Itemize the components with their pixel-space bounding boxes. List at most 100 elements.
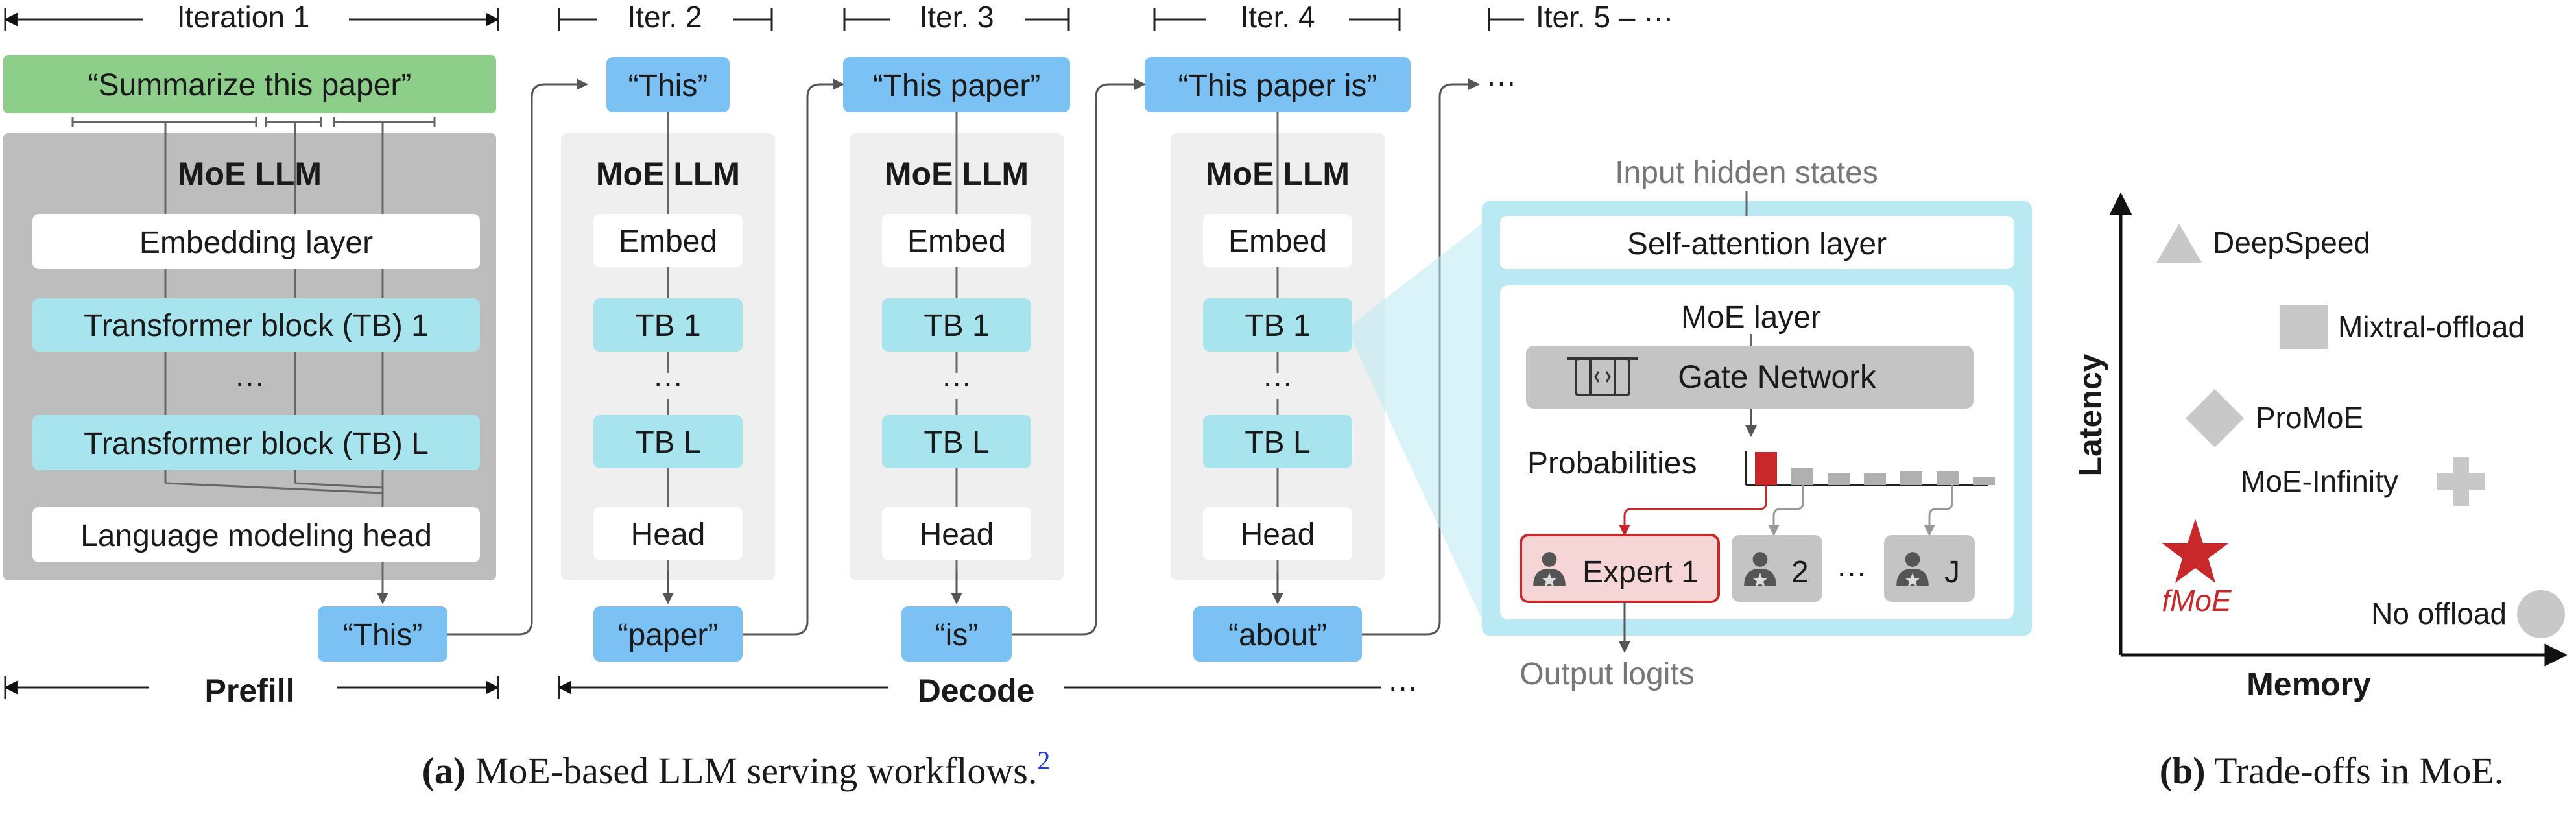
fmoe-marker (2162, 519, 2228, 583)
promoe-marker (2186, 389, 2244, 447)
prefill-embedding-box (32, 214, 480, 269)
prefill-embedding-label: Embedding layer (139, 226, 373, 260)
decode-tbl-box-3 (882, 415, 1031, 468)
nooffload-marker (2517, 590, 2565, 638)
self-attention-box (1500, 216, 2014, 269)
iter3-header: Iter. 3 (843, 0, 1070, 34)
iter4-label: Iter. 4 (1240, 0, 1315, 34)
output-logits-label: Output logits (1520, 657, 1694, 691)
promoe-label: ProMoE (2256, 401, 2363, 435)
decode-embed-label-2: Embed (619, 224, 717, 259)
prefill-dots: ··· (235, 365, 265, 399)
caption-a-label: (a) (422, 750, 466, 792)
captions: (a) MoE-based LLM serving workflows.2 (b… (422, 746, 2504, 792)
decode-embed-box-2 (593, 214, 743, 267)
prefill-tbl-box (32, 415, 480, 470)
probability-bar-2 (1791, 468, 1813, 485)
caption-a: (a) MoE-based LLM serving workflows.2 (422, 746, 1051, 792)
output-token-4 (1193, 606, 1362, 662)
decode-llm-title-2: MoE LLM (596, 156, 740, 192)
iter1-label: Iteration 1 (177, 0, 310, 34)
decode-embed-label-4: Embed (1228, 224, 1327, 259)
iter4-header: Iter. 4 (1153, 0, 1401, 34)
input-token-2 (606, 57, 730, 112)
route-expert1 (1619, 485, 1767, 536)
self-attention-label: Self-attention layer (1627, 227, 1887, 261)
caption-a-footnote[interactable]: 2 (1037, 746, 1050, 775)
token-brackets (71, 117, 436, 127)
input-token-4 (1145, 57, 1411, 112)
x-axis-label: Memory (2247, 666, 2371, 702)
decode-continuation: ··· (1388, 670, 1418, 704)
caption-b-label: (b) (2160, 750, 2206, 792)
moeinf-marker (2437, 457, 2485, 506)
decode-head-label-2: Head (631, 518, 706, 552)
expert-2-label: 2 (1791, 555, 1809, 590)
mixtral-label: Mixtral-offload (2338, 310, 2525, 344)
zoom-wedge (1352, 224, 1482, 619)
decode-tbl-box-4 (1203, 415, 1352, 468)
decode-head-box-4 (1203, 507, 1352, 560)
probability-bars (1755, 452, 1995, 485)
prefill-head-label: Language modeling head (80, 519, 432, 553)
iter3-label: Iter. 3 (919, 0, 994, 34)
moe-layer-label: MoE layer (1681, 300, 1821, 335)
prefill-phase-label: Prefill (205, 673, 295, 709)
prompt-text: “Summarize this paper” (88, 68, 412, 102)
expert-2-box (1732, 535, 1822, 602)
probability-bar-6 (1937, 471, 1959, 485)
prompt-box (3, 55, 496, 113)
probability-bar-5 (1900, 471, 1922, 485)
next-input-dots: ··· (1486, 65, 1516, 99)
output-token-4-label: “about” (1228, 618, 1327, 652)
expert-j-label: J (1944, 555, 1960, 590)
probability-bar-7 (1973, 477, 1995, 485)
deepspeed-label: DeepSpeed (2213, 226, 2370, 259)
decode-dots-4: ··· (1263, 365, 1293, 399)
prefill-llm-title: MoE LLM (178, 156, 322, 192)
iter1-header: Iteration 1 (3, 0, 500, 34)
iter5-label: Iter. 5 – ··· (1536, 0, 1673, 34)
decode-tb1-box-4 (1203, 298, 1352, 352)
decode-tb1-box-2 (593, 298, 743, 352)
output-token-1 (318, 606, 447, 662)
decode-tb1-label-3: TB 1 (924, 309, 989, 343)
expert-dots: ··· (1837, 555, 1866, 589)
expert-j-box (1884, 535, 1975, 602)
probability-bar-1 (1755, 452, 1777, 485)
decode-phase-label: Decode (918, 673, 1035, 709)
probabilities-label: Probabilities (1527, 446, 1697, 481)
decode-tbl-label-4: TB L (1245, 425, 1310, 460)
prefill-head-box (32, 507, 480, 562)
decode-dots-2: ··· (653, 365, 683, 399)
decode-tb1-label-2: TB 1 (635, 309, 700, 343)
input-token-3-label: “This paper” (873, 69, 1041, 103)
tradeoff-plot: Latency Memory DeepSpeed Mixtral-offload… (2072, 192, 2568, 702)
decode-head-box-3 (882, 507, 1031, 560)
caption-b: (b) Trade-offs in MoE. (2160, 750, 2504, 792)
decode-tbl-box-2 (593, 415, 743, 468)
gate-icon (1567, 357, 1638, 396)
prefill-tbl-label: Transformer block (TB) L (84, 427, 429, 461)
prefill-tb1-label: Transformer block (TB) 1 (84, 309, 429, 343)
prefill-tb1-box (32, 298, 480, 352)
connector-1-2 (447, 78, 588, 636)
decode-embed-label-3: Embed (907, 224, 1006, 259)
decode-tb1-box-3 (882, 298, 1031, 352)
caption-b-text: Trade-offs in MoE. (2206, 750, 2504, 792)
decode-tbl-label-3: TB L (924, 425, 989, 460)
nooffload-label: No offload (2371, 597, 2507, 630)
iteration-headers: Iteration 1 Iter. 2 Iter. 3 Iter. 4 It (3, 0, 1673, 34)
decode-llm-title-4: MoE LLM (1206, 156, 1350, 192)
probability-bar-4 (1864, 473, 1886, 485)
prefill-column: “Summarize this paper” MoE LLM Embedding… (3, 55, 496, 662)
probability-bar-3 (1828, 473, 1850, 485)
decode-dots-3: ··· (942, 365, 972, 399)
output-token-2 (593, 606, 743, 662)
expert-1-box (1520, 534, 1720, 603)
iter5-header: Iter. 5 – ··· (1488, 0, 1673, 34)
mixtral-marker (2280, 305, 2328, 349)
